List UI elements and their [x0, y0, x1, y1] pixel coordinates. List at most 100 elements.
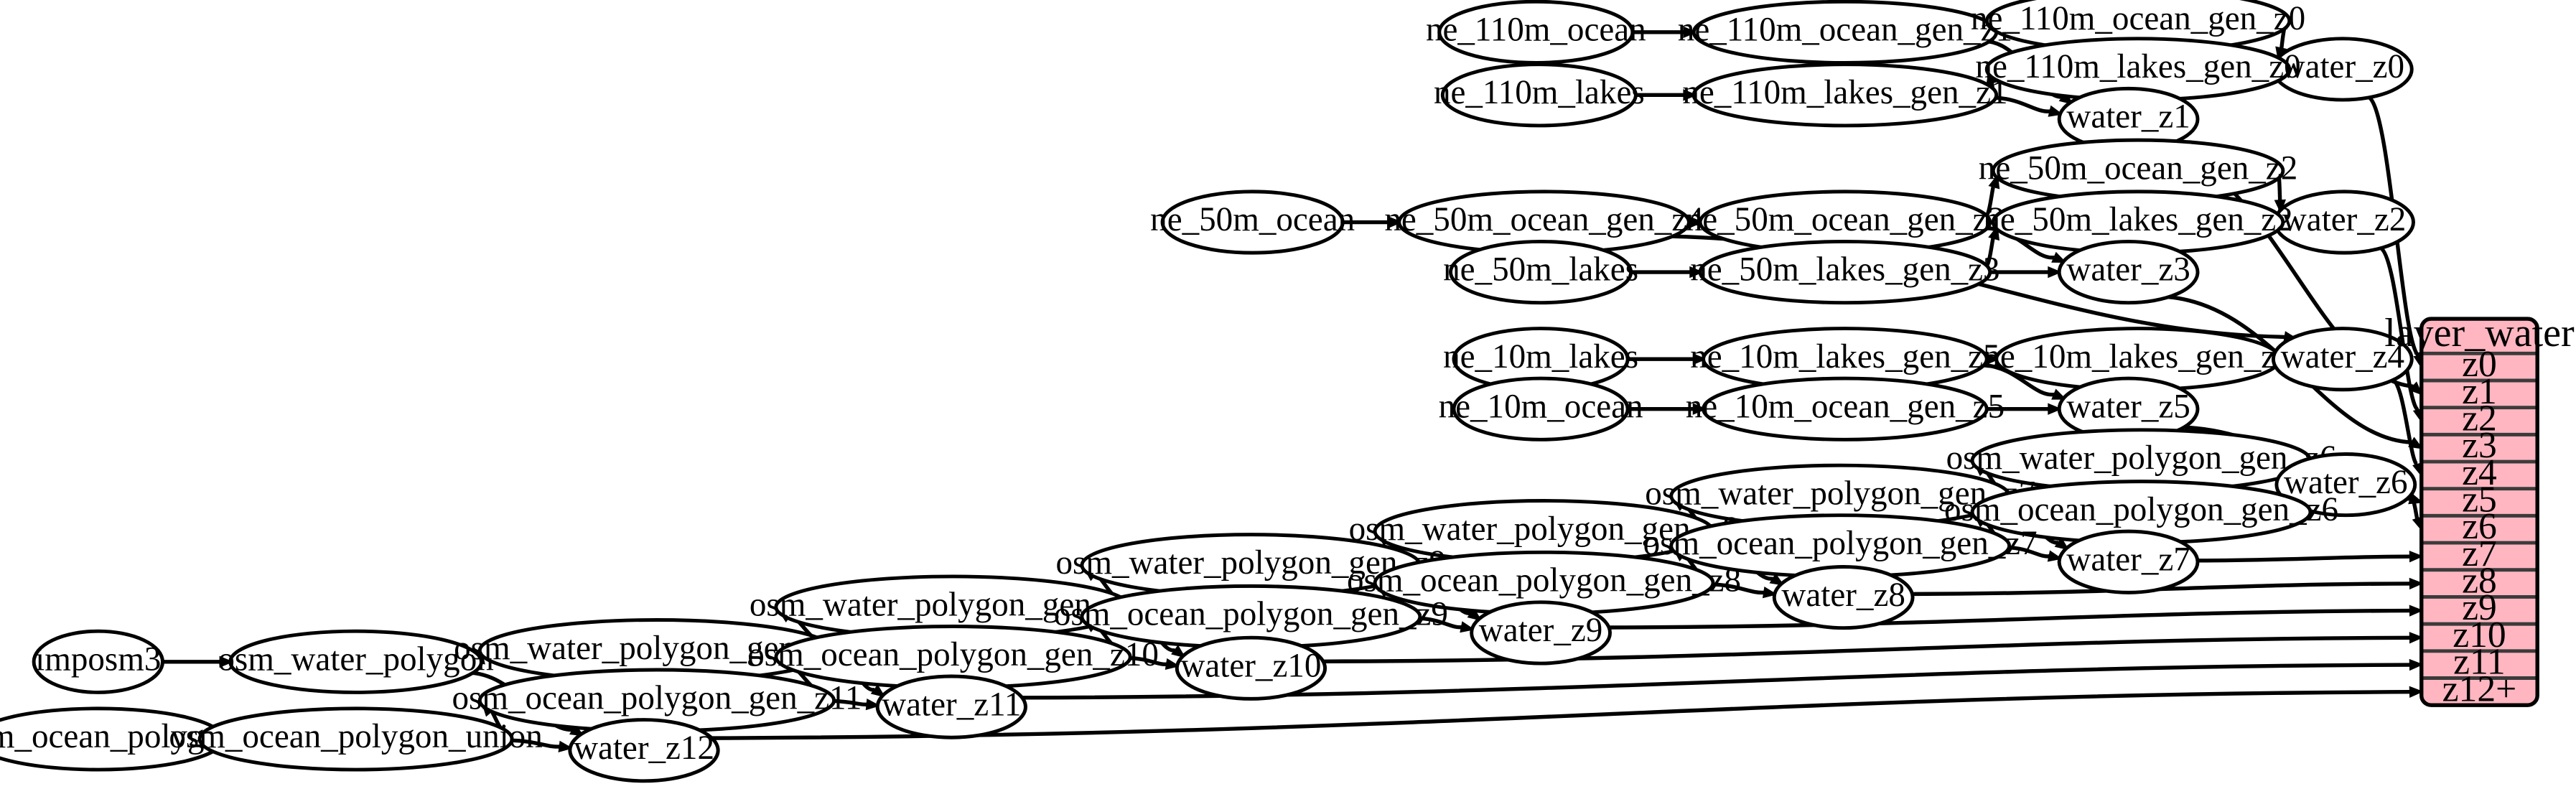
node-label: water_z7	[2066, 541, 2190, 578]
graph-edge-ne_110m_lakes_gen_z1--water_z1	[1994, 95, 2063, 117]
record-row-z4: z4	[2462, 452, 2497, 493]
graph-edge-ne_10m_lakes--ne_10m_lakes_gen_z5	[1626, 353, 1707, 365]
record-row-z5: z5	[2462, 480, 2497, 520]
graph-node-osm_water_polygon: osm_water_polygon	[218, 629, 494, 694]
node-label: ne_10m_ocean	[1439, 388, 1643, 425]
graph-edge-water_z7--layer_water:z7	[2196, 551, 2424, 563]
graph-node-water_z0: water_z0	[2271, 37, 2414, 102]
graph-node-water_z1: water_z1	[2057, 86, 2200, 152]
node-label: ne_50m_ocean_gen_z2	[1979, 149, 2297, 187]
graph-edge-ne_110m_lakes--ne_110m_lakes_gen_z1	[1635, 89, 1698, 101]
record-row-z10: z10	[2453, 615, 2506, 655]
node-label: water_z12	[574, 729, 714, 767]
node-label: osm_ocean_polygon_gen_z10	[747, 636, 1159, 673]
node-label: ne_110m_ocean	[1426, 11, 1646, 49]
record-node-layer_water: layer_waterz0z1z2z3z4z5z6z7z8z9z10z11z12…	[2384, 311, 2575, 709]
node-label: water_z11	[882, 686, 1021, 723]
graph-node-water_z10: water_z10	[1175, 635, 1327, 701]
node-label: water_z9	[1479, 612, 1603, 649]
node-label: water_z1	[2066, 98, 2190, 136]
graph-node-osm_ocean_polygon_gen_z9: osm_ocean_polygon_gen_z9	[1054, 584, 1448, 650]
record-row-z8: z8	[2462, 561, 2497, 602]
node-label: imposm3	[35, 641, 161, 678]
graph-edge-osm_ocean_polygon_gen_z7--water_z7	[2007, 545, 2063, 562]
graph-node-ne_50m_lakes_gen_z2: ne_50m_lakes_gen_z2	[1983, 190, 2293, 255]
node-label: ne_10m_lakes	[1443, 338, 1638, 375]
graph-node-ne_50m_ocean_gen_z2: ne_50m_ocean_gen_z2	[1979, 138, 2297, 203]
node-label: water_z0	[2281, 48, 2405, 85]
node-label: osm_ocean_polygon_gen_z11	[452, 679, 862, 716]
node-label: water_z10	[1180, 647, 1321, 684]
node-label: ne_50m_ocean_gen_z4	[1384, 201, 1703, 238]
graph-edge-ne_110m_ocean--ne_110m_ocean_gen_z1	[1631, 26, 1698, 39]
node-label: ne_110m_lakes	[1434, 74, 1645, 111]
record-node-layer: layer_waterz0z1z2z3z4z5z6z7z8z9z10z11z12…	[2384, 311, 2575, 709]
graph-edge-imposm3--osm_water_polygon	[162, 655, 234, 668]
graph-node-imposm3: imposm3	[32, 629, 164, 694]
node-label: ne_50m_lakes_gen_z3	[1690, 251, 1999, 289]
graph-edge-osm_ocean_polygon_gen_z11--water_z11	[832, 698, 881, 711]
record-row-z3: z3	[2462, 425, 2497, 466]
graph-node-water_z6: water_z6	[2274, 452, 2417, 518]
graph-node-water_z3: water_z3	[2057, 239, 2200, 305]
graph-edge-osm_ocean_polygon_gen_z8--water_z8	[1711, 582, 1778, 599]
node-label: ne_110m_lakes_gen_z0	[1975, 48, 2300, 85]
graph-node-osm_water_polygon_gen_z8: osm_water_polygon_gen_z8	[1349, 499, 1739, 564]
node-label: ne_10m_ocean_gen_z5	[1686, 388, 2005, 425]
graph-node-osm_water_polygon_gen_z7: osm_water_polygon_gen_z7	[1645, 463, 2035, 528]
graph-node-osm_ocean_polygon_gen_z10: osm_ocean_polygon_gen_z10	[747, 625, 1159, 690]
record-row-z7: z7	[2462, 533, 2497, 574]
graph-edge-osm_ocean_polygon_gen_z10--water_z10	[1128, 655, 1180, 671]
graph-node-ne_10m_ocean_gen_z5: ne_10m_ocean_gen_z5	[1686, 376, 2005, 442]
graph-node-water_z7: water_z7	[2057, 529, 2200, 594]
graph-node-water_z2: water_z2	[2273, 190, 2415, 255]
graph-node-ne_50m_ocean_gen_z4: ne_50m_ocean_gen_z4	[1384, 190, 1704, 255]
node-label: water_z5	[2066, 388, 2190, 425]
graph-edge-ne_10m_lakes_gen_z5--water_z5	[1982, 363, 2067, 400]
graph-edge-ne_50m_lakes_gen_z3--water_z3	[1988, 266, 2063, 279]
node-label: water_z4	[2281, 338, 2405, 375]
graph-node-ne_110m_lakes_gen_z1: ne_110m_lakes_gen_z1	[1682, 62, 2007, 128]
node-label: ne_10m_lakes_gen_z4	[1983, 338, 2292, 375]
graph-edge-water_z8--layer_water:z8	[1911, 577, 2424, 597]
node-label: osm_ocean_polygon_gen_z6	[1944, 491, 2338, 528]
graph-node-ne_110m_ocean_gen_z1: ne_110m_ocean_gen_z1	[1678, 0, 2012, 65]
node-label: osm_water_polygon_gen_z6	[1946, 439, 2337, 477]
graph-node-water_z9: water_z9	[1470, 600, 1612, 666]
graph-edge-water_z12--layer_water:z12+	[711, 686, 2424, 740]
graph-node-water_z5: water_z5	[2057, 376, 2200, 442]
graph-edge-ne_10m_ocean_gen_z5--water_z5	[1985, 403, 2063, 415]
node-label: ne_50m_ocean_gen_z3	[1686, 201, 2005, 238]
graph-node-ne_50m_lakes: ne_50m_lakes	[1443, 239, 1638, 305]
node-label: osm_ocean_polygon_union	[169, 718, 542, 755]
graph-node-water_z8: water_z8	[1772, 565, 1915, 630]
graph-node-ne_110m_ocean: ne_110m_ocean	[1426, 0, 1646, 65]
node-label: water_z8	[1781, 576, 1905, 614]
record-row-z6: z6	[2462, 506, 2497, 547]
graph-node-osm_ocean_polygon_union: osm_ocean_polygon_union	[169, 706, 543, 772]
node-label: ne_10m_lakes_gen_z5	[1690, 338, 1999, 375]
graph-edge-ne_50m_ocean--ne_50m_ocean_gen_z4	[1341, 216, 1403, 228]
node-label: ne_50m_lakes	[1443, 251, 1638, 289]
graph-node-osm_ocean_polygon_gen_z11: osm_ocean_polygon_gen_z11	[452, 668, 862, 733]
node-label: ne_50m_lakes_gen_z2	[1983, 201, 2292, 238]
graph-node-water_z11: water_z11	[875, 674, 1027, 739]
node-label: ne_110m_lakes_gen_z1	[1682, 74, 2007, 111]
record-row-z0: z0	[2462, 344, 2497, 385]
graph-node-ne_110m_ocean_gen_z0: ne_110m_ocean_gen_z0	[1971, 0, 2305, 54]
node-label: osm_water_polygon	[218, 641, 493, 678]
record-row-z2: z2	[2462, 398, 2497, 439]
record-row-z1: z1	[2462, 371, 2497, 412]
node-label: water_z2	[2282, 201, 2407, 238]
record-row-z12+: z12+	[2442, 668, 2517, 709]
graph-node-ne_50m_ocean: ne_50m_ocean	[1150, 190, 1355, 255]
graph-node-osm_ocean_polygon_gen_z8: osm_ocean_polygon_gen_z8	[1347, 550, 1741, 615]
node-label: water_z6	[2284, 464, 2408, 501]
graph-edge-osm_ocean_polygon_union--water_z12	[510, 738, 574, 752]
node-label: osm_ocean_polygon_gen_z9	[1054, 596, 1448, 633]
graph-edge-osm_ocean_polygon_gen_z9--water_z9	[1418, 616, 1475, 633]
record-row-z9: z9	[2462, 587, 2497, 628]
